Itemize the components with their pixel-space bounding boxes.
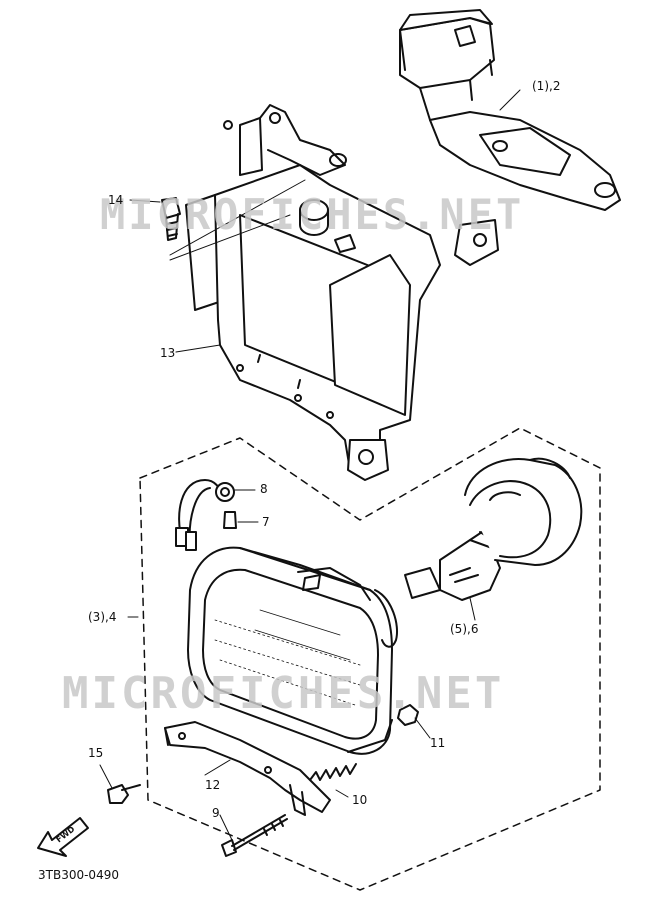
callout-12: 12 (205, 778, 221, 792)
watermark-lower: MICROFICHES.NET (62, 668, 505, 719)
socket-cover-part (464, 457, 583, 566)
leader-lines-lower (99, 489, 476, 841)
bolt-part-14 (161, 197, 181, 241)
position-bulb-part-7 (223, 511, 237, 529)
headlight-stay-part-13 (185, 104, 499, 481)
callout-5-6: (5),6 (450, 622, 479, 636)
callout-8: 8 (260, 482, 268, 496)
nut-part-11 (397, 704, 419, 726)
diagram-code: 3TB300-0490 (38, 868, 119, 882)
headlight-unit-part-3-4 (187, 546, 398, 755)
fwd-arrow-icon (37, 817, 89, 857)
callout-13: 13 (160, 346, 176, 360)
callout-14: 14 (108, 193, 124, 207)
callout-1-2: (1),2 (532, 79, 561, 93)
socket-cord-part-8 (175, 479, 235, 551)
bracket-part-12 (164, 721, 331, 816)
callout-7: 7 (262, 515, 270, 529)
screw-part-15 (107, 784, 141, 804)
watermark-upper: MICROFICHES.NET (100, 190, 525, 239)
assembly-dashed-outline (139, 427, 601, 891)
callout-3-4: (3),4 (88, 610, 117, 624)
callout-9: 9 (212, 806, 220, 820)
headlight-bulb-part-5-6 (404, 529, 501, 601)
spring-part-10 (309, 763, 357, 781)
leader-lines-upper (129, 89, 521, 353)
adjusting-bolt-part-9 (221, 814, 288, 857)
meter-bracket-part (399, 9, 621, 211)
callout-10: 10 (352, 793, 368, 807)
callout-11: 11 (430, 736, 446, 750)
callout-15: 15 (88, 746, 104, 760)
